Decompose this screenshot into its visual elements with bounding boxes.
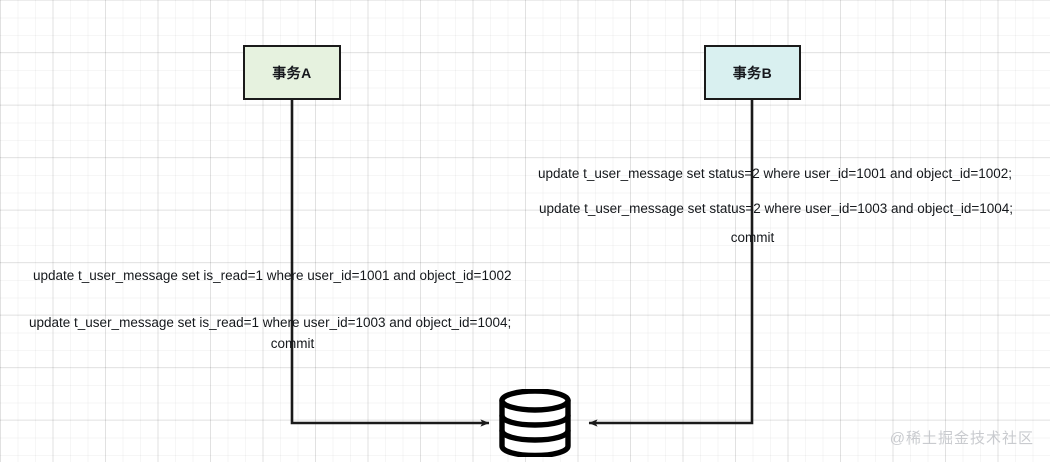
actor-box-transaction-a[interactable]: 事务A xyxy=(243,45,341,100)
message-label-b-statement-2: update t_user_message set status=2 where… xyxy=(539,201,1013,216)
message-label-a-statement-1: update t_user_message set is_read=1 wher… xyxy=(33,268,512,283)
message-label-a-commit: commit xyxy=(270,336,315,351)
lifeline-a-to-db xyxy=(290,100,490,427)
lifeline-b-to-db xyxy=(588,100,754,427)
actor-a-label: 事务A xyxy=(272,64,312,81)
database-cylinder-icon xyxy=(499,389,571,457)
watermark-text: @稀土掘金技术社区 xyxy=(889,430,1034,447)
message-label-a-statement-2: update t_user_message set is_read=1 wher… xyxy=(29,315,512,330)
actor-box-transaction-b[interactable]: 事务B xyxy=(704,45,801,100)
message-label-b-commit: commit xyxy=(730,230,775,245)
message-label-b-statement-1: update t_user_message set status=2 where… xyxy=(538,166,1012,181)
actor-b-label: 事务B xyxy=(732,64,773,81)
